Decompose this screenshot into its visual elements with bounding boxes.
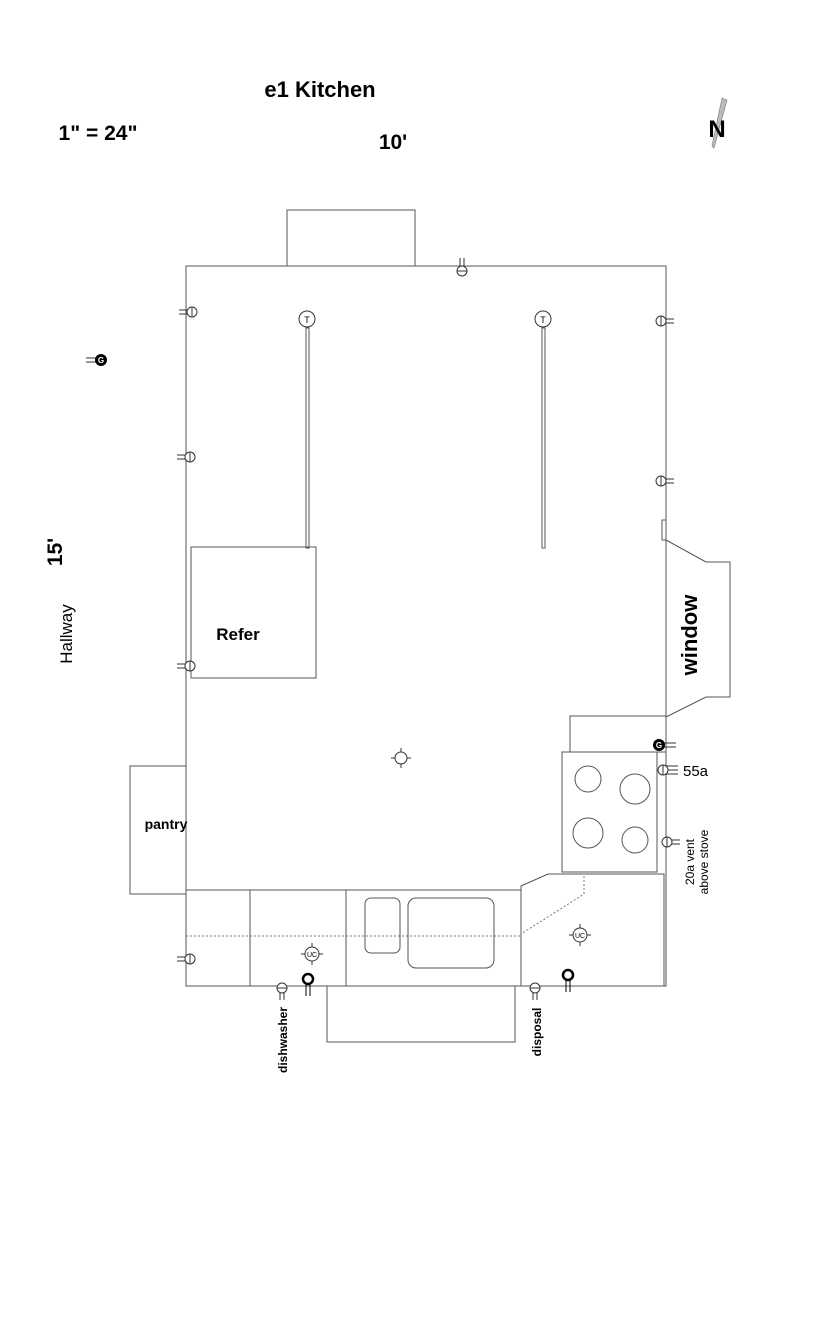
bottom-counter — [185, 889, 522, 1043]
outlet-icon — [177, 660, 196, 672]
pantry-label: pantry — [145, 816, 188, 832]
ceiling-light-icon — [391, 748, 411, 768]
under-cabinet-light-icon: UC — [569, 924, 591, 946]
width-dimension: 10' — [379, 131, 407, 154]
gfci-outlet-icon: G — [653, 739, 676, 751]
outlet-icon — [655, 315, 674, 327]
refer-label: Refer — [216, 625, 260, 644]
window-label: window — [677, 594, 702, 677]
uc-label: UC — [575, 933, 585, 940]
outlet-icon — [456, 258, 468, 277]
north-arrow-icon: N — [708, 97, 728, 149]
vent-label-line2: above stove — [697, 829, 711, 894]
vent-label-line1: 20a vent — [683, 838, 697, 885]
refrigerator — [190, 546, 317, 679]
disposal-outlet-icon — [529, 982, 541, 1000]
dishwasher-outlet-icon — [276, 982, 288, 1000]
outlet-icon — [655, 475, 674, 487]
burner — [621, 826, 649, 854]
dishwasher-label: dishwasher — [276, 1007, 290, 1073]
burner — [619, 773, 651, 805]
outlet-220-icon — [657, 764, 678, 776]
burner — [574, 765, 602, 793]
switch-icon — [301, 972, 315, 996]
sink-large-basin — [407, 897, 495, 969]
disposal-label: disposal — [530, 1008, 544, 1057]
window: window — [661, 519, 731, 718]
stove — [561, 715, 667, 873]
length-dimension: 15' — [44, 538, 67, 566]
outlet-icon — [177, 953, 196, 965]
outlet-icon — [661, 836, 680, 848]
north-label: N — [708, 116, 725, 143]
pantry — [129, 765, 187, 895]
gfci-label: G — [98, 356, 104, 365]
outlet-55a-label: 55a — [683, 763, 709, 780]
track-light-right: T — [534, 310, 552, 549]
dishwasher-door-swing — [326, 985, 516, 1043]
top-alcove — [286, 209, 416, 267]
track-light-left: T — [298, 310, 316, 549]
switch-icon — [561, 968, 575, 992]
outlet-icon — [177, 451, 196, 463]
sink-small-basin — [364, 897, 401, 954]
outlet-icon — [179, 306, 198, 318]
plan-title: e1 Kitchen — [264, 77, 375, 102]
thermostat-label: T — [304, 315, 310, 325]
thermostat-label: T — [540, 315, 546, 325]
scale-label: 1" = 24" — [59, 122, 138, 145]
burner — [572, 817, 604, 849]
corner-counter — [520, 873, 665, 987]
hallway-label: Hallway — [57, 604, 76, 664]
gfci-label: G — [656, 741, 662, 750]
uc-label: UC — [307, 952, 317, 959]
gfci-outlet-icon: G — [86, 354, 107, 366]
under-cabinet-light-icon: UC — [301, 943, 323, 965]
